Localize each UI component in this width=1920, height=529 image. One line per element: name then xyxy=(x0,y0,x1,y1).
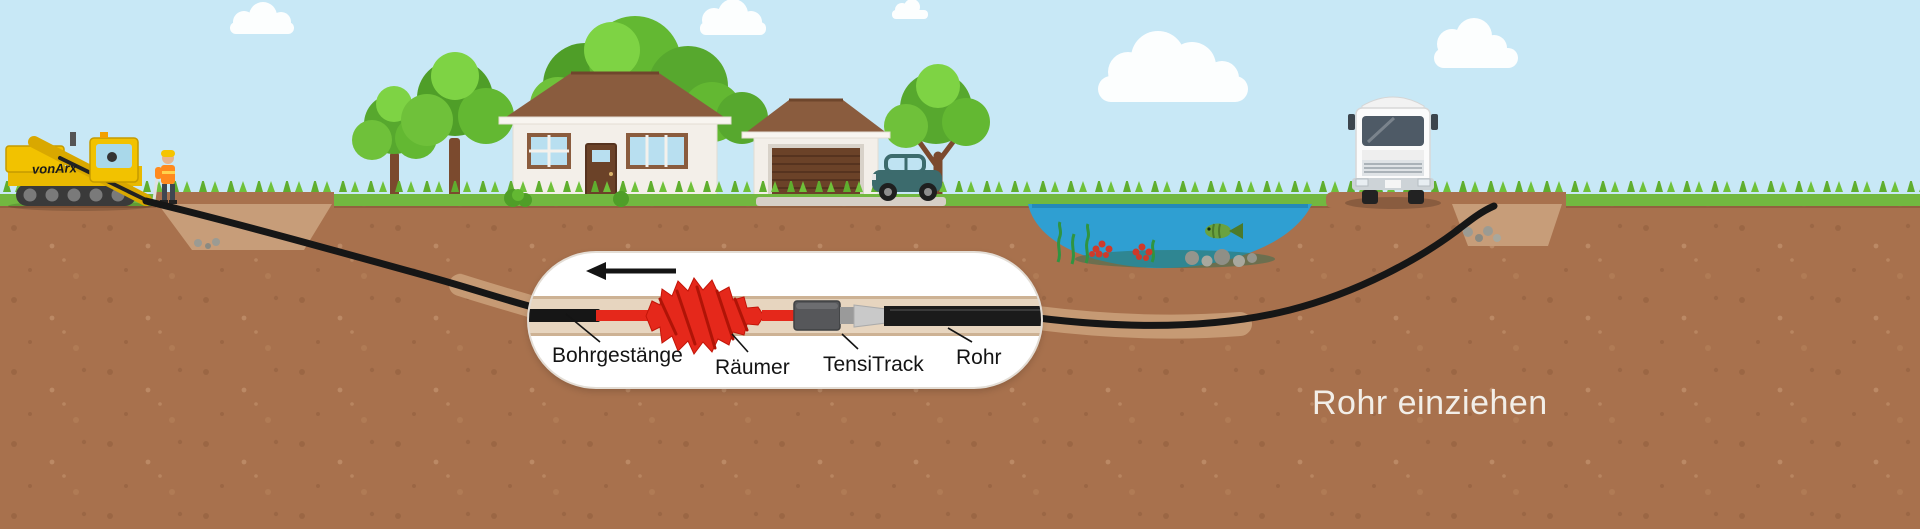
tree xyxy=(401,52,514,200)
clouds xyxy=(230,0,1518,102)
fish-icon xyxy=(1205,223,1243,239)
callout-bubble xyxy=(527,251,1043,389)
cloud-icon xyxy=(230,2,294,34)
coral xyxy=(1089,240,1153,261)
car xyxy=(872,154,942,201)
pond xyxy=(1028,204,1312,269)
label-pipe: Rohr xyxy=(956,346,1002,369)
truck xyxy=(1345,96,1441,209)
drill-rod xyxy=(528,309,600,322)
cloud-icon xyxy=(1434,18,1518,68)
label-reamer: Räumer xyxy=(715,356,790,379)
dirt-patch xyxy=(1326,192,1468,208)
scene-title: Rohr einziehen xyxy=(1312,384,1548,422)
drill-rig xyxy=(5,132,152,211)
rig-exhaust xyxy=(70,132,76,146)
cloud-icon xyxy=(892,0,928,19)
pipe-line xyxy=(1034,202,1498,329)
pulling-head xyxy=(853,304,887,328)
machine-brand-label: vonArx xyxy=(31,160,78,177)
leader-lines xyxy=(565,313,973,353)
label-drill-rod: Bohrgestänge xyxy=(552,344,683,367)
seaweed xyxy=(1056,221,1156,265)
rig-beacon xyxy=(100,132,108,138)
label-tracker: TensiTrack xyxy=(823,353,924,376)
bushes xyxy=(504,189,629,207)
pull-direction-arrow-icon xyxy=(586,262,676,280)
swivel xyxy=(840,307,854,324)
cloud-icon xyxy=(1098,31,1248,102)
safety-vest xyxy=(161,165,175,184)
drill-rod-line xyxy=(142,197,544,313)
stones xyxy=(1185,249,1257,267)
hardhat-icon xyxy=(161,150,175,157)
worker xyxy=(152,150,177,204)
truck-windshield xyxy=(1362,116,1424,146)
cloud-icon xyxy=(700,0,766,35)
driveway xyxy=(756,197,946,206)
house-window xyxy=(626,133,688,169)
